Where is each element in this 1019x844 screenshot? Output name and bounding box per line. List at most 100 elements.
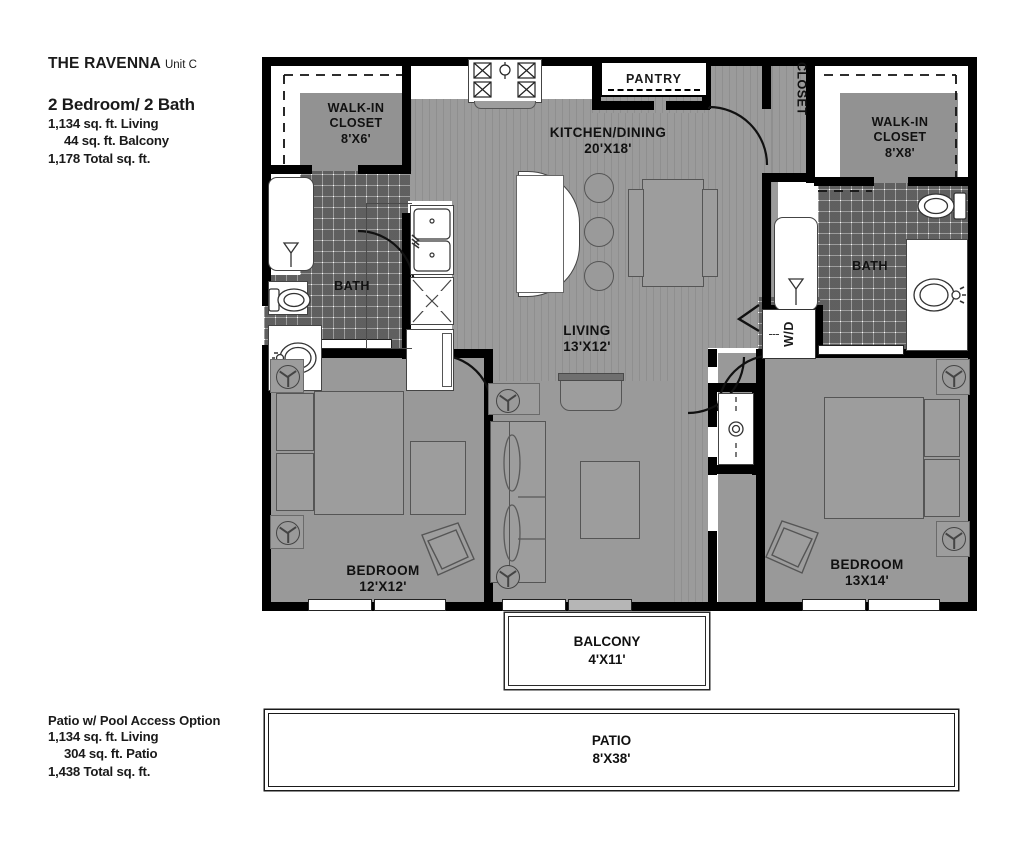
kitchen-dining-label: KITCHEN/DINING 20'X18' xyxy=(498,125,718,158)
pantry: PANTRY xyxy=(600,61,708,97)
hall-closet-label: CLOSET xyxy=(774,62,808,115)
bar-stool-1 xyxy=(584,173,614,203)
pillow-left-a xyxy=(276,393,314,451)
wall-pantry-left xyxy=(592,57,601,109)
kitchen-dining-text: KITCHEN/DINING xyxy=(549,125,667,140)
washer-dryer-label: W/D xyxy=(782,321,796,347)
refrigerator-door xyxy=(442,333,452,387)
patio: PATIO 8'X38' xyxy=(268,713,955,787)
wall-hall-closet-right xyxy=(806,57,815,183)
kitchen-counter-top-left xyxy=(410,63,452,99)
pillow-right-b xyxy=(924,459,960,517)
tv-screen xyxy=(558,373,624,381)
living-label: LIVING 13'X12' xyxy=(522,323,652,356)
bedroom-right-dim: 13X14' xyxy=(844,573,890,589)
wall-bedroom-right-inner xyxy=(756,353,765,603)
patio-text: PATIO xyxy=(591,733,632,748)
living-sqft: 1,134 sq. ft. Living xyxy=(48,116,159,131)
ceiling-fan-bedroom-right-top xyxy=(942,365,966,389)
living-text: LIVING xyxy=(563,323,611,338)
walk-in-closet-left-label: WALK-IN CLOSET 8'X6' xyxy=(302,101,410,147)
dining-table xyxy=(642,179,704,287)
door-swing-bath-left xyxy=(357,229,416,288)
patio-option-patio-sqft: 304 sq. ft. Patio xyxy=(64,746,158,762)
wall-bedroom-left-right xyxy=(484,353,493,605)
bar-stool-3 xyxy=(584,261,614,291)
walk-in-closet-left-line1: WALK-IN xyxy=(327,101,385,115)
bar-stool-2 xyxy=(584,217,614,247)
living-dim: 13'X12' xyxy=(563,339,611,355)
plan-name: THE RAVENNA xyxy=(48,55,161,72)
bedroom-left-dim: 12'X12' xyxy=(359,579,407,595)
window-bedroom-right-a xyxy=(802,599,866,611)
bath-left-text: BATH xyxy=(334,279,370,293)
bathtub-left-drain xyxy=(282,242,300,267)
bedroom-left-label: BEDROOM 12'X12' xyxy=(318,563,448,596)
bedroom-right-text: BEDROOM xyxy=(830,557,904,572)
pantry-label: PANTRY xyxy=(626,72,682,86)
door-swing-entry xyxy=(708,105,769,166)
bath-right-text: BATH xyxy=(852,259,888,273)
walk-in-closet-right-dim: 8'X8' xyxy=(885,145,915,160)
wall-laundry-right xyxy=(814,305,823,357)
shower-enclosure-left xyxy=(366,203,412,349)
wall-bath-left-top-b xyxy=(358,165,411,174)
wall-bedroom-right-left-a xyxy=(708,349,717,367)
wall-niche-bottom xyxy=(708,465,760,474)
walk-in-closet-right-line2: CLOSET xyxy=(873,130,927,145)
ceiling-fan-living-bottom xyxy=(496,565,520,589)
wall-pantry-bottom-a xyxy=(592,101,654,110)
toilet-left xyxy=(268,288,311,312)
floor-plan-drawing: W/D PANTRY xyxy=(262,53,977,613)
walk-in-closet-left-line2: CLOSET xyxy=(329,116,383,131)
sliding-door-balcony-b[interactable] xyxy=(568,599,632,611)
bedroom-left-text: BEDROOM xyxy=(346,563,420,578)
hall-closet-text: CLOSET xyxy=(794,61,809,116)
patio-dim: 8'X38' xyxy=(592,750,631,766)
sliding-door-balcony-a[interactable] xyxy=(502,599,566,611)
patio-option-block: Patio w/ Pool Access Option 1,134 sq. ft… xyxy=(48,713,263,780)
dining-chair-left xyxy=(628,189,644,277)
unit-label: Unit C xyxy=(164,59,197,71)
bed-bath-summary: 2 Bedroom/ 2 Bath xyxy=(48,95,195,114)
wall-closet-left-vert xyxy=(402,57,411,171)
wall-hall-closet-left-bot xyxy=(762,173,771,221)
wall-exterior-left-upper xyxy=(262,57,271,303)
balcony-label: BALCONY 4'X11' xyxy=(509,633,705,668)
cooktop-burners xyxy=(473,62,536,98)
wall-kitchen-left-vert xyxy=(402,213,411,355)
wall-hall-closet-left-top xyxy=(762,57,771,109)
plan-title-block: THE RAVENNA Unit C 2 Bedroom/ 2 Bath 1,1… xyxy=(48,55,263,167)
balcony-text: BALCONY xyxy=(573,634,641,649)
wall-bath-left-top-a xyxy=(262,165,312,174)
dishwasher-mark xyxy=(412,279,452,323)
pillow-right-a xyxy=(924,399,960,457)
toilet-right xyxy=(917,192,967,220)
wall-pantry-bottom-b xyxy=(666,101,710,110)
ceiling-fan-bedroom-right-bottom xyxy=(942,527,966,551)
patio-option-heading: Patio w/ Pool Access Option xyxy=(48,713,221,728)
kitchen-dining-dim: 20'X18' xyxy=(584,141,632,157)
vanity-counter-right xyxy=(818,345,904,355)
tv-console xyxy=(560,377,622,411)
window-bedroom-left-b xyxy=(374,599,446,611)
balcony-dim: 4'X11' xyxy=(588,651,626,667)
coffee-table xyxy=(580,461,640,539)
patio-option-living-sqft: 1,134 sq. ft. Living xyxy=(48,729,159,744)
range-cooktop xyxy=(468,59,542,103)
ceiling-fan-bedroom-left-bottom xyxy=(276,521,300,545)
wall-bedroom-right-left-d xyxy=(708,531,717,605)
bed-left xyxy=(314,391,404,515)
ceiling-fan-living-top xyxy=(496,389,520,413)
walk-in-closet-left-floor xyxy=(300,93,412,171)
walk-in-closet-right-floor xyxy=(840,93,958,183)
washer-dryer-divider xyxy=(769,334,779,335)
balcony: BALCONY 4'X11' xyxy=(508,616,706,686)
wall-exterior-right xyxy=(968,57,977,611)
pillow-left-b xyxy=(276,453,314,511)
bathtub-right-drain xyxy=(787,278,805,305)
window-bedroom-right-b xyxy=(868,599,940,611)
wall-exterior-left-lower xyxy=(262,345,271,611)
kitchen-sink-basins xyxy=(411,208,451,272)
